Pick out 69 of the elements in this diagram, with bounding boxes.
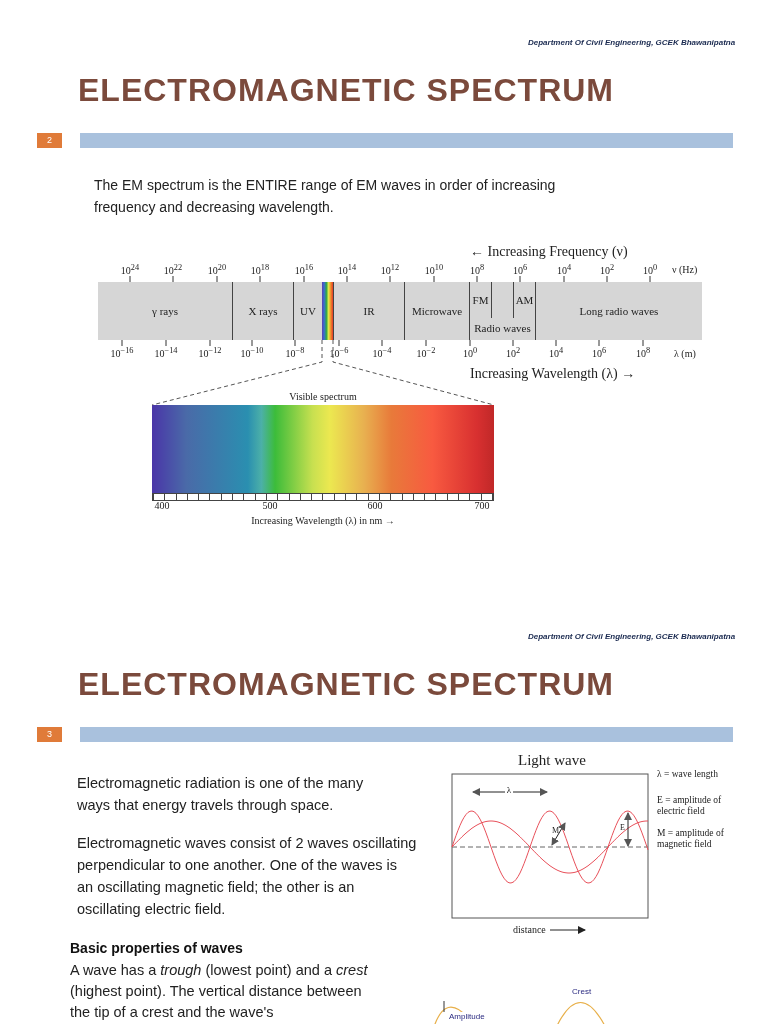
tick-label: 10$^{20}$ bbox=[206, 263, 228, 277]
band-segment: γ rays bbox=[98, 282, 232, 340]
legend-text: E = amplitude of electric field bbox=[657, 795, 723, 817]
tick-label: 10$^{2}$ bbox=[598, 263, 616, 277]
tick-label: 10$^{16}$ bbox=[293, 263, 315, 277]
tick-label: 10$^{4}$ bbox=[547, 346, 565, 360]
panel-heading: Visible spectrum bbox=[288, 390, 358, 404]
tick-label: 10$^{8}$ bbox=[468, 263, 486, 277]
axis-title: Increasing Wavelength (λ) in nm → bbox=[250, 515, 396, 526]
slide-number: 2 bbox=[37, 133, 62, 148]
axis-title: Increasing Wavelength (λ) → bbox=[470, 366, 636, 382]
tick-label: 10$^{0}$ bbox=[461, 346, 479, 360]
legend-text: λ = wave length bbox=[657, 769, 718, 779]
tick-label: 10$^{−10}$ bbox=[239, 346, 265, 360]
zoom-line bbox=[151, 339, 323, 406]
paragraph: A wave has a trough (lowest point) and a crest (highest point). The vertical distance between the tip of a crest and the wave's bbox=[70, 961, 369, 1022]
tick-label: 10$^{8}$ bbox=[634, 346, 652, 360]
band-segment: X rays bbox=[232, 282, 293, 340]
tick-label: 10$^{−16}$ bbox=[109, 346, 135, 360]
axis-title: ← Increasing Frequency (ν) bbox=[470, 244, 628, 260]
band-label: Radio waves bbox=[469, 318, 535, 340]
slide-number: 3 bbox=[37, 727, 62, 742]
axis-unit: λ (m) bbox=[674, 348, 696, 359]
tick-label: 500 bbox=[261, 500, 279, 511]
tick-label: 10$^{−12}$ bbox=[197, 346, 223, 360]
visible-spectrum-panel bbox=[152, 390, 494, 501]
section-heading: Basic properties of waves bbox=[70, 940, 243, 956]
band-segment: Long radio waves bbox=[535, 282, 702, 340]
tick-label: 10$^{22}$ bbox=[162, 263, 184, 277]
dimension-label: M bbox=[552, 826, 560, 835]
paragraph: Electromagnetic waves consist of 2 waves oscillating perpendicular to one another. One of the waves is an oscillating magnetic field; the other is an oscillating electric field. bbox=[77, 834, 417, 919]
tick-label: 10$^{12}$ bbox=[379, 263, 401, 277]
tick-label: 10$^{−4}$ bbox=[371, 346, 393, 360]
paragraph: Electromagnetic radiation is one of the many ways that energy travels through space. bbox=[77, 774, 365, 815]
tick-label: 10$^{0}$ bbox=[641, 263, 659, 277]
figure-title: Light wave bbox=[518, 752, 586, 769]
tick-label: 10$^{24}$ bbox=[119, 263, 141, 277]
tick-label: 10$^{4}$ bbox=[555, 263, 573, 277]
tick-label: 10$^{−6}$ bbox=[328, 346, 350, 360]
tick-label: 400 bbox=[153, 500, 171, 511]
legend-text: M = amplitude of magnetic field bbox=[657, 828, 725, 850]
tick-label: 10$^{−2}$ bbox=[415, 346, 437, 360]
slide-title: ELECTROMAGNETIC SPECTRUM bbox=[78, 666, 614, 703]
band-segment: AM bbox=[513, 282, 535, 318]
tick-label: 600 bbox=[366, 500, 384, 511]
visible-strip bbox=[322, 282, 333, 340]
slide-title: ELECTROMAGNETIC SPECTRUM bbox=[78, 72, 614, 109]
letterhead-text: Department Of Civil Engineering, GCEK Bhawanipatna bbox=[528, 632, 736, 641]
tick-label: 700 bbox=[473, 500, 491, 511]
dimension-label: λ bbox=[505, 785, 513, 795]
band-segment: UV bbox=[293, 282, 322, 340]
band-segment bbox=[491, 282, 513, 318]
letterhead-text: Department Of Civil Engineering, GCEK Bhawanipatna bbox=[528, 38, 736, 47]
tick-label: 10$^{2}$ bbox=[504, 346, 522, 360]
dimension-label: E bbox=[620, 823, 625, 832]
tick-label: 10$^{10}$ bbox=[423, 263, 445, 277]
axis-title: distance bbox=[513, 924, 546, 935]
band-segment: IR bbox=[333, 282, 404, 340]
paragraph: The EM spectrum is the ENTIRE range of EM waves in order of increasing frequency and decreasing wavelength. bbox=[94, 176, 557, 217]
tick-label: 10$^{−14}$ bbox=[153, 346, 179, 360]
tick-label: 10$^{18}$ bbox=[249, 263, 271, 277]
tick-label: 10$^{14}$ bbox=[336, 263, 358, 277]
tick-label: 10$^{6}$ bbox=[511, 263, 529, 277]
callout-text: Crest bbox=[572, 987, 592, 996]
band-segment: FM bbox=[469, 282, 491, 318]
tick-label: 10$^{−8}$ bbox=[284, 346, 306, 360]
tick-label: 10$^{6}$ bbox=[590, 346, 608, 360]
callout-text: Amplitude bbox=[449, 1012, 485, 1021]
band-segment: Microwave bbox=[404, 282, 469, 340]
